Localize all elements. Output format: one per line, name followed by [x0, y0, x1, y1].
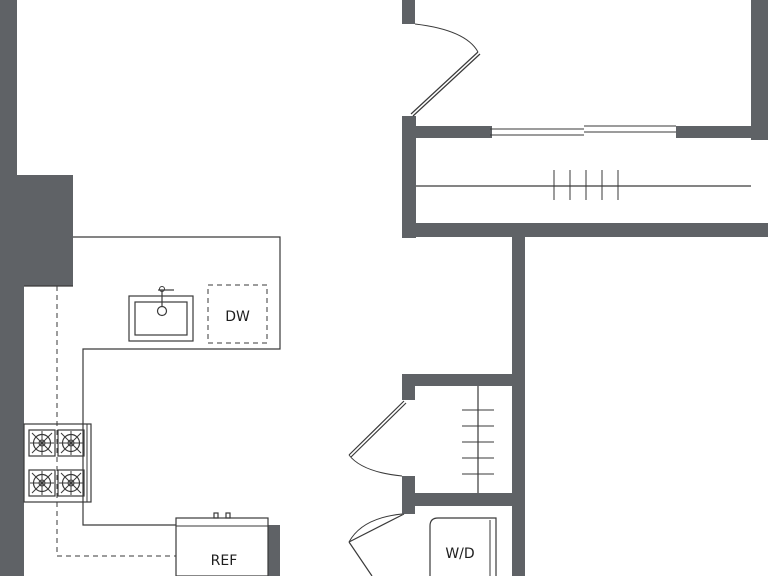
left-wall-block — [0, 175, 73, 286]
left-wall-lower — [0, 286, 24, 576]
closet — [416, 125, 751, 200]
hanger-rod-marks — [553, 170, 619, 200]
entry-door — [410, 23, 481, 117]
kitchen-counter — [24, 236, 281, 557]
right-wall-top — [751, 0, 768, 140]
washer-dryer-label: W/D — [445, 546, 474, 562]
door-jamb-top — [402, 0, 415, 24]
closet-bottom-wall — [402, 223, 768, 237]
refrigerator: REF — [175, 512, 269, 576]
pantry-top-wall — [402, 374, 525, 386]
left-wall-upper — [0, 0, 17, 176]
burner-icon — [57, 429, 85, 457]
pantry — [348, 386, 494, 493]
range-stove — [23, 423, 92, 503]
center-partition-wall — [512, 237, 525, 576]
burner-icon — [28, 429, 56, 457]
closet-top-wall-left — [402, 126, 492, 138]
closet-left-wall — [402, 116, 416, 238]
dishwasher: DW — [207, 284, 268, 344]
dishwasher-label: DW — [225, 309, 250, 325]
shelf-marks — [462, 409, 494, 475]
refrigerator-label: REF — [211, 553, 238, 569]
closet-top-wall-right — [676, 126, 768, 138]
pantry-jamb-upper — [402, 374, 415, 400]
ref-wall-stub — [268, 525, 280, 576]
burner-icon — [57, 469, 85, 497]
laundry: W/D — [348, 513, 497, 576]
kitchen-sink — [128, 286, 194, 342]
pantry-bottom-wall — [402, 493, 525, 506]
laundry-jamb — [402, 506, 415, 514]
faucet-icon — [156, 305, 168, 317]
burner-icon — [28, 469, 56, 497]
